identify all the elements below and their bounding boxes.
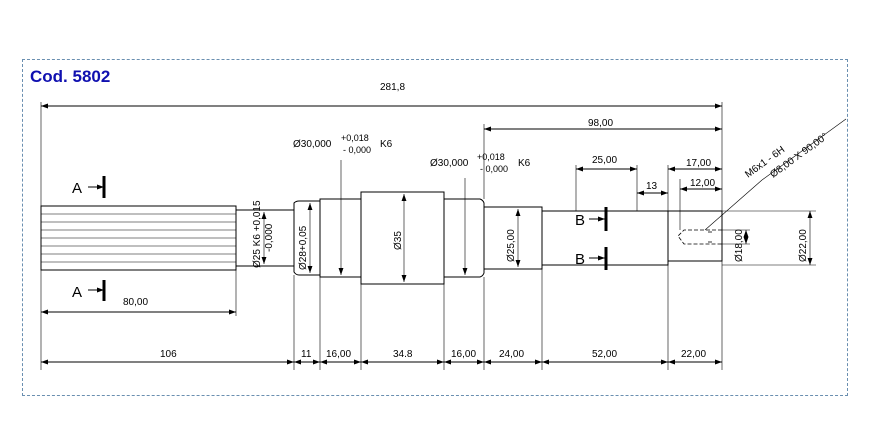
dim-17: 17,00 bbox=[668, 158, 722, 172]
svg-text:-0,000: -0,000 bbox=[264, 223, 275, 252]
dim-34-8: 34.8 bbox=[393, 349, 413, 360]
dim-80: 80,00 bbox=[41, 297, 236, 315]
svg-text:K6: K6 bbox=[380, 139, 393, 150]
section-d25 bbox=[483, 206, 543, 270]
callout-d22: Ø22,00 bbox=[798, 211, 813, 265]
section-a-top: A bbox=[72, 176, 106, 198]
dim-22: 22,00 bbox=[681, 349, 706, 360]
dim-12: 12,00 bbox=[680, 178, 722, 192]
shaft-body bbox=[40, 191, 723, 285]
svg-text:+0,018: +0,018 bbox=[477, 152, 505, 162]
bearing-seat-1 bbox=[319, 198, 362, 278]
section-d22-end bbox=[667, 210, 723, 262]
dim-overall: 281,8 bbox=[41, 82, 722, 109]
dim-24: 24,00 bbox=[499, 349, 524, 360]
svg-text:Ø25 K6 +0,015: Ø25 K6 +0,015 bbox=[252, 200, 263, 268]
svg-text:Ø30,000: Ø30,000 bbox=[293, 139, 332, 150]
bearing-seat-2 bbox=[443, 198, 485, 278]
dim-25: 25,00 bbox=[576, 155, 637, 172]
svg-text:Ø25,00: Ø25,00 bbox=[506, 229, 517, 262]
callout-d30-k6-second: Ø30,000 +0,018 - 0,000 K6 bbox=[430, 152, 531, 275]
svg-text:B: B bbox=[575, 212, 585, 229]
svg-text:A: A bbox=[72, 284, 82, 301]
callout-d25-k6: Ø25 K6 +0,015 -0,000 bbox=[252, 200, 275, 268]
svg-text:- 0,000: - 0,000 bbox=[480, 164, 508, 174]
svg-text:Ø18,00: Ø18,00 bbox=[734, 229, 745, 262]
drawing-code-title: Cod. 5802 bbox=[30, 67, 111, 86]
dim-13: 13 bbox=[637, 181, 668, 196]
thread-note: M6x1 - 6H Ø8,00 X 90,00° bbox=[704, 118, 847, 231]
callout-d18: Ø18,00 bbox=[734, 229, 749, 262]
dim-106: 106 bbox=[160, 349, 177, 360]
drawing-frame bbox=[22, 59, 848, 396]
section-b-bottom: B bbox=[575, 247, 608, 270]
threaded-hole bbox=[677, 229, 722, 245]
dim-98: 98,00 bbox=[484, 118, 722, 132]
svg-text:281,8: 281,8 bbox=[380, 82, 405, 93]
dim-16-b: 16,00 bbox=[451, 349, 476, 360]
dim-16-a: 16,00 bbox=[326, 349, 351, 360]
section-b-top: B bbox=[575, 207, 608, 231]
svg-text:B: B bbox=[575, 251, 585, 268]
section-a-bottom: A bbox=[72, 280, 106, 301]
svg-text:+0,018: +0,018 bbox=[341, 133, 369, 143]
svg-text:Ø30,000: Ø30,000 bbox=[430, 158, 469, 169]
svg-text:13: 13 bbox=[646, 181, 658, 192]
extension-lines bbox=[40, 102, 816, 370]
svg-text:Ø35: Ø35 bbox=[393, 231, 404, 250]
svg-text:80,00: 80,00 bbox=[123, 297, 148, 308]
spline-lines bbox=[41, 213, 236, 263]
dim-bottom-chain: 106 11 16,00 34.8 16,00 24,00 52,00 22,0… bbox=[41, 349, 722, 365]
callout-d28: Ø28+0,05 bbox=[298, 203, 313, 273]
svg-text:Ø28+0,05: Ø28+0,05 bbox=[298, 225, 309, 270]
callout-d25: Ø25,00 bbox=[506, 209, 521, 267]
svg-text:17,00: 17,00 bbox=[686, 158, 711, 169]
svg-text:- 0,000: - 0,000 bbox=[343, 145, 371, 155]
callout-d35: Ø35 bbox=[393, 194, 407, 282]
callout-d30-k6-first: Ø30,000 +0,018 - 0,000 K6 bbox=[293, 133, 393, 275]
dim-52: 52,00 bbox=[592, 349, 617, 360]
svg-text:12,00: 12,00 bbox=[690, 178, 715, 189]
dim-11: 11 bbox=[301, 349, 312, 360]
svg-text:K6: K6 bbox=[518, 158, 531, 169]
svg-text:98,00: 98,00 bbox=[588, 118, 613, 129]
svg-text:A: A bbox=[72, 180, 82, 197]
svg-text:Ø22,00: Ø22,00 bbox=[798, 229, 809, 262]
svg-text:25,00: 25,00 bbox=[592, 155, 617, 166]
